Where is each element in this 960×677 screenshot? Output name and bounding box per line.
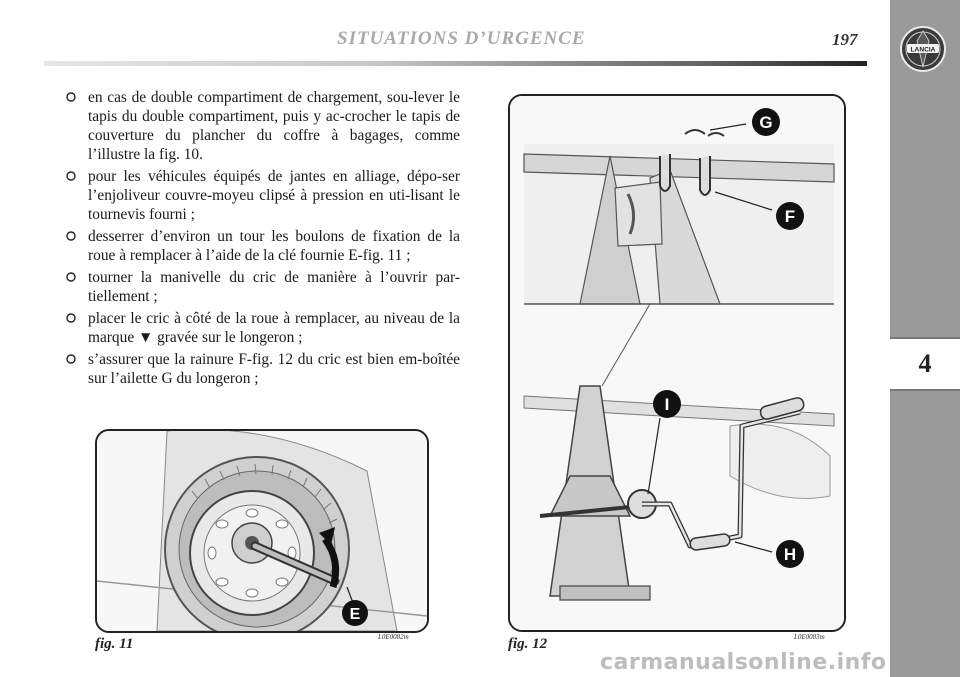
list-item: s’assurer que la rainure F-fig. 12 du cr…: [66, 350, 460, 388]
fig12-code: L0E0083m: [794, 633, 825, 641]
fig12-label: fig. 12: [508, 636, 548, 652]
callout-f: F: [785, 207, 795, 226]
logo-text: LANCIA: [911, 47, 936, 54]
list-item: placer le cric à côté de la roue à rempl…: [66, 309, 460, 347]
bullet-icon: [66, 231, 76, 241]
figure-12: G F I H: [508, 94, 846, 632]
callout-i: I: [665, 395, 670, 414]
wheel-wrench-illustration: E: [97, 431, 427, 631]
fig11-code: L0E0082m: [378, 633, 409, 641]
header-title: SITUATIONS D’URGENCE: [337, 28, 586, 49]
chapter-number: 4: [890, 337, 960, 391]
instruction-text: tourner la manivelle du cric de manière …: [88, 269, 460, 305]
callout-e: E: [350, 606, 361, 623]
instruction-text: en cas de double compartiment de chargem…: [88, 89, 460, 163]
bullet-icon: [66, 354, 76, 364]
callout-h: H: [784, 545, 796, 564]
list-item: desserrer d’environ un tour les boulons …: [66, 227, 460, 265]
page-number: 197: [832, 30, 858, 49]
instruction-text: s’assurer que la rainure F-fig. 12 du cr…: [88, 351, 460, 387]
instruction-text: desserrer d’environ un tour les boulons …: [88, 228, 460, 264]
instruction-text: gravée sur le longeron ;: [157, 329, 303, 346]
instruction-list: en cas de double compartiment de chargem…: [66, 88, 460, 391]
instruction-text: placer le cric à côté de la roue à rempl…: [88, 310, 460, 346]
callout-g: G: [759, 113, 772, 132]
bullet-icon: [66, 272, 76, 282]
list-item: pour les véhicules équipés de jantes en …: [66, 167, 460, 224]
bullet-icon: [66, 313, 76, 323]
list-item: en cas de double compartiment de chargem…: [66, 88, 460, 164]
watermark: carmanualsonline.info: [600, 650, 887, 675]
figure-11: E: [95, 429, 429, 633]
instruction-text: pour les véhicules équipés de jantes en …: [88, 168, 460, 223]
longeron-mark-icon: ▼: [138, 329, 154, 346]
bullet-icon: [66, 92, 76, 102]
list-item: tourner la manivelle du cric de manière …: [66, 268, 460, 306]
fig11-label: fig. 11: [95, 636, 134, 652]
jack-illustration: G F I H: [510, 96, 844, 630]
lancia-logo-icon: LANCIA: [900, 26, 946, 72]
bullet-icon: [66, 171, 76, 181]
header-rule: [44, 61, 867, 66]
